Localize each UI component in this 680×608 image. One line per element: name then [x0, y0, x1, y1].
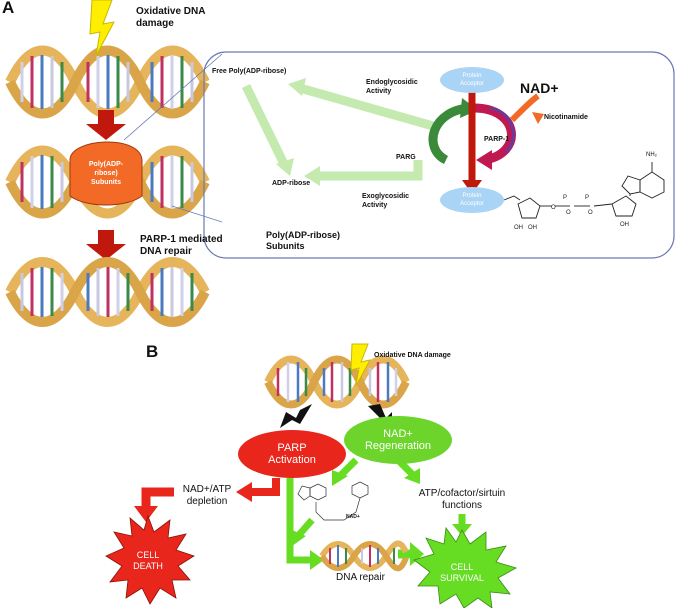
svg-text:OH: OH	[528, 225, 537, 231]
dna-helix-icon	[319, 540, 409, 572]
free-poly-label: Free Poly(ADP-ribose)	[212, 68, 287, 75]
endoglycosidic-label: Endoglycosidic Activity	[366, 79, 418, 95]
down-arrow-icon	[86, 230, 126, 260]
cell-death-label: CELL DEATH	[133, 550, 163, 571]
oxidative-damage-label-a: Oxidative DNA damage	[136, 6, 206, 29]
dna-helix-icon	[5, 257, 210, 327]
nad-atp-depletion-label: NAD+/ATP depletion	[182, 484, 232, 507]
atp-functions-label: ATP/cofactor/sirtuin functions	[418, 488, 506, 511]
nad-molecule-icon	[297, 481, 369, 521]
parg-label: PARG	[396, 154, 416, 161]
nicotinamide-label: Nicotinamide	[544, 114, 588, 121]
nh2-label: NH₂	[646, 152, 657, 158]
svg-text:P: P	[563, 195, 567, 201]
nad-plus-label: NAD+	[520, 80, 559, 96]
panel-label-a: A	[2, 0, 15, 17]
svg-text:OH: OH	[514, 225, 523, 231]
nad-regeneration-oval	[344, 416, 452, 464]
dna-helix-icon	[5, 145, 210, 219]
cell-death-starburst-icon	[105, 514, 195, 605]
svg-text:OH: OH	[620, 222, 629, 228]
parp-mediated-repair-label: PARP-1 mediated DNA repair	[140, 234, 223, 257]
inset-frame	[203, 51, 675, 259]
dna-helix-icon	[5, 45, 210, 119]
nad-regeneration-label: NAD+ Regeneration	[364, 428, 432, 452]
dna-repair-label: DNA repair	[336, 572, 385, 583]
lightning-bolt-icon	[350, 343, 371, 387]
protein-acceptor-bottom-label: Protein Acceptor	[460, 193, 484, 207]
protein-acceptor-top	[440, 67, 504, 93]
parp1-label: PARP-1	[484, 136, 510, 143]
cell-survival-label: CELL SURVIVAL	[440, 562, 484, 583]
parp-activation-label: PARP Activation	[268, 442, 316, 466]
zoom-line	[123, 53, 223, 141]
svg-text:O: O	[588, 210, 593, 216]
down-arrow-icon	[86, 110, 126, 140]
bright-green-arrows	[286, 455, 472, 570]
exoglycosidic-label: Exoglycosidic Activity	[362, 193, 410, 209]
protein-acceptor-bottom	[440, 187, 504, 213]
panel-label-b: B	[146, 342, 159, 361]
poly-subunits-label: Poly(ADP-ribose) Subunits	[266, 230, 341, 251]
svg-text:O: O	[551, 205, 556, 211]
adp-ribose-structure	[503, 162, 665, 219]
adp-ribose-label: ADP-ribose	[272, 180, 311, 187]
dna-helix-icon	[264, 355, 410, 409]
zoom-line	[171, 205, 223, 223]
cell-survival-starburst-icon	[413, 526, 518, 608]
poly-adp-ribose-bubble	[69, 141, 143, 206]
parp-activation-oval	[238, 430, 346, 478]
lightning-bolt-icon	[89, 0, 115, 57]
oxidative-damage-label-b: Oxidative DNA damage	[374, 352, 451, 359]
protein-acceptor-top-label: Protein Acceptor	[460, 73, 484, 87]
structure-atoms: O P O P O OH OH OH	[514, 195, 629, 231]
parp-parg-cycle	[428, 88, 544, 194]
nad-plus-small-label: NAD+	[346, 514, 360, 520]
poly-subunits-bubble-label: Poly(ADP- ribose) Subunits	[88, 161, 124, 186]
red-arrows	[134, 478, 280, 522]
light-green-arrows	[241, 78, 442, 186]
svg-text:O: O	[566, 210, 571, 216]
svg-text:P: P	[585, 195, 589, 201]
